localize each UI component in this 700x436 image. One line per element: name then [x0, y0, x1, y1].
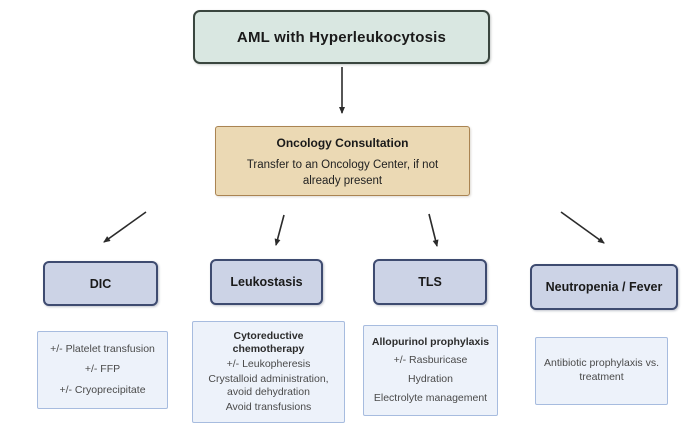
branch-label-tls: TLS — [418, 275, 442, 289]
arrow-consult-to-leukostasis — [274, 214, 285, 246]
arrow-consult-to-neutropenia — [560, 211, 605, 244]
node-aml-hyperleukocytosis: AML with Hyperleukocytosis — [193, 10, 490, 64]
detail-line: Avoid transfusions — [225, 400, 312, 413]
detail-line: Antibiotic prophylaxis vs. treatment — [544, 357, 659, 383]
root-node-label: AML with Hyperleukocytosis — [236, 28, 447, 46]
branch-label-leukostasis: Leukostasis — [230, 275, 303, 289]
branch-label-dic: DIC — [89, 276, 112, 291]
node-leukostasis: Leukostasis — [210, 259, 323, 305]
detail-line: +/- Rasburicase — [393, 354, 468, 367]
detail-line: +/- Leukopheresis — [226, 357, 311, 370]
detail-line: Electrolyte management — [373, 391, 488, 404]
detail-line: Cytoreductive chemotherapy — [232, 329, 305, 356]
details-tls: Allopurinol prophylaxis +/- Rasburicase … — [363, 325, 498, 416]
detail-line: +/- Platelet transfusion — [50, 342, 155, 355]
detail-line: Hydration — [408, 373, 453, 386]
arrow-consult-to-dic — [103, 211, 147, 243]
detail-line: +/- FFP — [84, 363, 121, 376]
branch-label-neutropenia-fever: Neutropenia / Fever — [545, 280, 663, 294]
detail-line: Crystalloid administration, avoid dehydr… — [208, 372, 329, 399]
consult-title: Oncology Consultation — [276, 136, 409, 150]
node-neutropenia-fever: Neutropenia / Fever — [530, 264, 678, 310]
details-neutropenia-fever: Antibiotic prophylaxis vs. treatment — [535, 337, 668, 405]
node-oncology-consultation: Oncology Consultation Transfer to an Onc… — [215, 126, 470, 196]
consult-body-text: Transfer to an Oncology Center, if not a… — [246, 159, 439, 188]
detail-line: +/- Cryoprecipitate — [59, 383, 146, 396]
details-dic: +/- Platelet transfusion +/- FFP +/- Cry… — [37, 331, 168, 409]
details-leukostasis: Cytoreductive chemotherapy +/- Leukopher… — [192, 321, 345, 423]
arrow-consult-to-tls — [428, 213, 439, 247]
detail-line: Allopurinol prophylaxis — [371, 335, 490, 348]
node-tls: TLS — [373, 259, 487, 305]
node-dic: DIC — [43, 261, 158, 306]
